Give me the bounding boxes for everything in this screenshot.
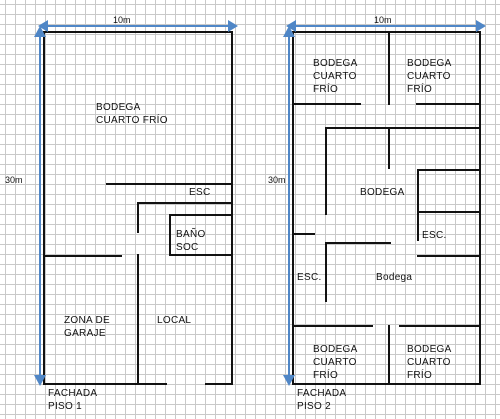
- room-label-line: FRÍO: [407, 370, 433, 381]
- room-label-line: ZONA DE: [64, 315, 110, 326]
- room-label-line: GARAJE: [64, 328, 106, 339]
- room-label-line: CUARTO: [313, 357, 357, 368]
- floor1-room-bano-social: BAÑO SOC: [176, 228, 206, 254]
- floor1-room-zona-garaje: ZONA DE GARAJE: [64, 314, 110, 340]
- floor1-room-local: LOCAL: [157, 314, 191, 327]
- floor1-walls: [43, 31, 233, 385]
- floor2-room-bottom-left: BODEGA CUARTO FRÍO: [313, 343, 358, 382]
- floor1-room-bodega-cuarto-frio: BODEGA CUARTO FRÍO: [96, 101, 168, 127]
- footer-line: PISO 1: [48, 401, 83, 412]
- floor1-footer-label: FACHADA PISO 1: [48, 387, 97, 413]
- floor1-width-arrowhead-right: [228, 20, 238, 32]
- room-label-line: CUARTO FRÍO: [96, 115, 168, 126]
- room-label-line: FRÍO: [313, 370, 339, 381]
- floor2-room-bottom-right: BODEGA CUARTO FRÍO: [407, 343, 452, 382]
- floor2-room-top-right: BODEGA CUARTO FRÍO: [407, 57, 452, 96]
- room-label-line: CUARTO: [313, 71, 357, 82]
- floor1-room-escalera: ESC: [189, 186, 210, 199]
- room-label-line: ESC.: [297, 272, 322, 283]
- room-label-line: SOC: [176, 242, 199, 253]
- floor2-room-escalera-right: ESC.: [422, 229, 447, 242]
- room-label-line: ESC.: [422, 230, 447, 241]
- room-label-line: BODEGA: [407, 344, 452, 355]
- floor2-room-bodega-mid: BODEGA: [360, 186, 405, 199]
- room-label-line: ESC: [189, 187, 211, 198]
- room-label-line: Bodega: [376, 272, 413, 283]
- floor2-height-arrowhead-bottom: [283, 375, 295, 386]
- floor2-height-arrowhead-top: [283, 26, 295, 37]
- floor1-height-arrowhead-bottom: [34, 375, 46, 386]
- room-label-line: CUARTO: [407, 357, 451, 368]
- room-label-line: LOCAL: [157, 315, 192, 326]
- floor2-width-arrowhead-right: [476, 20, 486, 32]
- floor1-height-arrowhead-top: [34, 26, 46, 37]
- footer-line: FACHADA: [297, 388, 347, 399]
- footer-line: PISO 2: [297, 401, 332, 412]
- floor2-footer-label: FACHADA PISO 2: [297, 387, 346, 413]
- floor2-room-bodega-low: Bodega: [376, 271, 412, 284]
- floor2-width-arrowhead-left: [286, 20, 296, 32]
- room-label-line: FRÍO: [313, 84, 339, 95]
- room-label-line: BAÑO: [176, 229, 206, 240]
- room-label-line: BODEGA: [360, 187, 405, 198]
- room-label-line: FRÍO: [407, 84, 433, 95]
- footer-line: FACHADA: [48, 388, 98, 399]
- floor2-width-label: 10m: [374, 15, 392, 25]
- floor2-walls: [292, 31, 481, 385]
- floor1-height-label: 30m: [5, 175, 23, 185]
- room-label-line: BODEGA: [313, 344, 358, 355]
- floor2-height-label: 30m: [268, 175, 286, 185]
- room-label-line: CUARTO: [407, 71, 451, 82]
- room-label-line: BODEGA: [313, 58, 358, 69]
- room-label-line: BODEGA: [407, 58, 452, 69]
- room-label-line: BODEGA: [96, 102, 141, 113]
- floor2-room-escalera-left: ESC.: [297, 271, 322, 284]
- floor1-width-arrowhead-left: [38, 20, 48, 32]
- floor1-width-label: 10m: [113, 15, 131, 25]
- floor2-room-top-left: BODEGA CUARTO FRÍO: [313, 57, 358, 96]
- dimension-arrows: [34, 20, 486, 386]
